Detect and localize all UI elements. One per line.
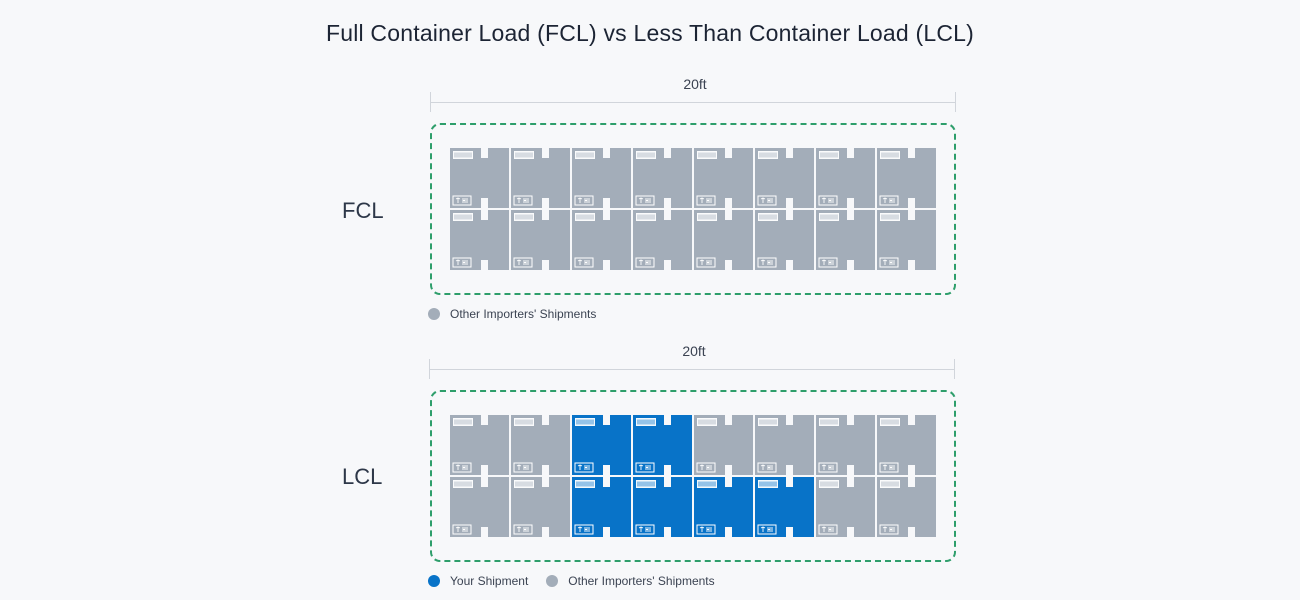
your-shipment-box (572, 415, 631, 475)
other-shipment-box (755, 148, 814, 208)
other-shipment-box (694, 210, 753, 270)
other-shipment-box (816, 415, 875, 475)
other-shipment-box (511, 415, 570, 475)
legend-dot-other (428, 308, 440, 320)
other-shipment-box (572, 210, 631, 270)
lcl-dimension-line (429, 369, 954, 370)
lcl-dimension-tick-right (954, 359, 955, 379)
legend-dot-yours (428, 575, 440, 587)
other-shipment-box (877, 210, 936, 270)
other-shipment-box (511, 210, 570, 270)
fcl-dimension-tick-right (955, 92, 956, 112)
lcl-legend: Your Shipment Other Importers' Shipments (428, 574, 733, 588)
fcl-legend: Other Importers' Shipments (428, 307, 614, 321)
fcl-container (430, 123, 956, 295)
other-shipment-box (816, 210, 875, 270)
legend-item-yours: Your Shipment (428, 574, 528, 588)
other-shipment-box (816, 477, 875, 537)
other-shipment-box (450, 148, 509, 208)
lcl-dimension-label: 20ft (682, 343, 706, 359)
your-shipment-box (755, 477, 814, 537)
other-shipment-box (450, 477, 509, 537)
lcl-container (430, 390, 956, 562)
other-shipment-box (755, 415, 814, 475)
other-shipment-box (450, 415, 509, 475)
legend-item-other: Other Importers' Shipments (546, 574, 715, 588)
legend-dot-other (546, 575, 559, 587)
other-shipment-box (511, 148, 570, 208)
legend-label: Your Shipment (450, 574, 529, 588)
your-shipment-box (694, 477, 753, 537)
other-shipment-box (511, 477, 570, 537)
other-shipment-box (694, 148, 753, 208)
page-title: Full Container Load (FCL) vs Less Than C… (325, 20, 975, 46)
other-shipment-box (877, 148, 936, 208)
other-shipment-box (572, 148, 631, 208)
your-shipment-box (633, 415, 692, 475)
your-shipment-box (633, 477, 692, 537)
other-shipment-box (633, 148, 692, 208)
legend-label: Other Importers' Shipments (450, 307, 597, 321)
fcl-dimension-label: 20ft (683, 76, 707, 92)
other-shipment-box (816, 148, 875, 208)
other-shipment-box (877, 415, 936, 475)
other-shipment-box (633, 210, 692, 270)
other-shipment-box (694, 415, 753, 475)
fcl-dimension-line (430, 102, 955, 103)
fcl-label: FCL (342, 198, 384, 223)
other-shipment-box (755, 210, 814, 270)
other-shipment-box (877, 477, 936, 537)
legend-label: Other Importers' Shipments (568, 574, 715, 588)
lcl-label: LCL (342, 464, 383, 489)
other-shipment-box (450, 210, 509, 270)
your-shipment-box (572, 477, 631, 537)
legend-item-other: Other Importers' Shipments (428, 307, 596, 321)
